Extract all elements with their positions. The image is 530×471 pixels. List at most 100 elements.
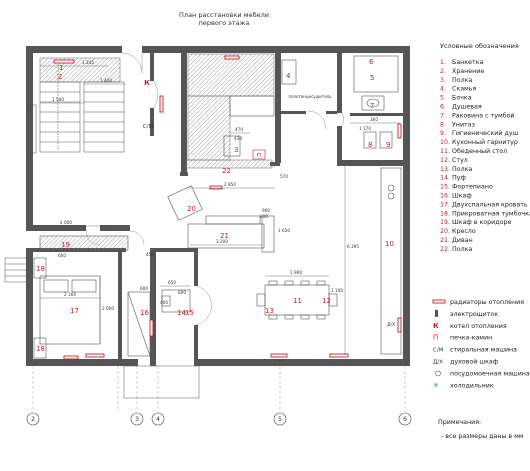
legend-symbol-label: посудомоечная машина — [450, 370, 530, 377]
item-number-3: 3 — [234, 146, 238, 154]
dim-2000b: 2 000 — [102, 306, 114, 311]
legend-list: 1.Банкетка2.Хранение3.Полка4.Скамья5.Боч… — [440, 59, 530, 253]
dim-1170: 1 170 — [359, 126, 371, 131]
legend-item-number: 2. — [440, 68, 446, 75]
legend-item-number: 19. — [440, 219, 450, 226]
axis-markers — [26, 412, 412, 426]
dim-1245: 1 245 — [82, 60, 94, 65]
boiler-symbol: К — [144, 79, 150, 87]
stove-symbol: П — [257, 153, 261, 159]
item-number-4: 4 — [286, 72, 291, 80]
item-number-12: 12 — [322, 297, 331, 305]
axis-lines — [32, 366, 406, 412]
item-number-14: 14 — [177, 309, 186, 317]
legend-item-number: 21. — [440, 237, 450, 244]
item-number-8: 8 — [368, 141, 372, 149]
dim-600c: 600 — [178, 290, 186, 295]
legend-symbol-label: котел отопления — [450, 323, 507, 330]
axis-label-4: 4 — [156, 416, 160, 423]
dim-400: 400 — [160, 300, 168, 305]
legend-item-label: Стул — [452, 157, 468, 164]
legend-item-label: Скамья — [452, 86, 477, 93]
legend-item-label: Двухспальная кровать — [452, 201, 528, 208]
electrical-panel-swatch — [435, 309, 438, 317]
axis-label-5: 5 — [278, 416, 282, 423]
dim-900: 900 — [262, 208, 270, 213]
dim-2000a: 2 000 — [60, 220, 72, 225]
dim-6395: 6 395 — [347, 244, 359, 249]
legend-item-label: Гигиенический душ — [452, 129, 519, 137]
axis-label-2: 2 — [31, 416, 35, 423]
legend-symbol: Д/Х — [433, 360, 443, 366]
legend-item-number: 7. — [440, 112, 446, 119]
item-number-20: 20 — [187, 205, 196, 213]
item-number-5: 5 — [370, 74, 374, 82]
legend-item-label: Прикроватная тумбочка — [452, 209, 530, 217]
item-number-18a: 18 — [36, 265, 45, 273]
item-number-11: 11 — [293, 297, 302, 305]
legend-symbol: П — [433, 334, 438, 342]
legend-item-number: 8. — [440, 121, 446, 128]
legend-item-number: 15. — [440, 184, 450, 191]
legend-item-number: 22. — [440, 246, 450, 253]
notes-heading: Примечания: — [438, 419, 481, 426]
staircase — [27, 64, 125, 154]
dim-2160: 2 160 — [64, 292, 76, 297]
legend-item-label: Полка — [452, 77, 472, 84]
dim-360: 360 — [370, 117, 378, 122]
item-number-15: 15 — [185, 309, 194, 317]
legend-symbol-label: электрощиток — [450, 311, 498, 318]
legend-item-number: 9. — [440, 130, 446, 137]
legend-symbol-label: радиаторы отопления — [450, 299, 524, 306]
dim-1650: 1 650 — [278, 228, 290, 233]
dim-450: 450 — [146, 252, 154, 257]
legend-item-label: Полка — [452, 166, 472, 173]
item-number-22: 22 — [222, 167, 231, 175]
legend-item-label: Шкаф — [452, 193, 472, 200]
dim-1500: 1 500 — [52, 97, 64, 102]
towel-dryer-label: полотенцесушитель — [288, 94, 332, 99]
legend-item-label: Фортепиано — [452, 184, 493, 191]
radiator-swatch — [432, 299, 446, 304]
item-number-18b: 18 — [36, 345, 45, 353]
dim-600a: 600 — [140, 286, 148, 291]
legend-item-number: 10. — [440, 139, 450, 146]
legend-symbol-label: стиральная машина — [450, 347, 517, 354]
legend-item-label: Полка — [452, 246, 472, 253]
legend-symbol-label: духовой шкаф — [450, 358, 499, 366]
legend-item-label: Хранение — [452, 68, 484, 75]
dim-1100: 1 100 — [331, 288, 343, 293]
legend-item-number: 11. — [440, 148, 450, 155]
legend-item-number: 12. — [440, 157, 450, 164]
item-number-21: 21 — [220, 232, 229, 240]
legend-item-number: 13. — [440, 166, 450, 173]
entrance-stairs — [4, 257, 200, 399]
item-number-6: 6 — [369, 58, 374, 66]
legend-item-number: 16. — [440, 193, 450, 200]
washer-symbol: С/М — [143, 124, 154, 130]
legend-heading: Условные обозначения — [440, 42, 519, 50]
dim-800: 800 — [260, 214, 268, 219]
legend-item-label: Кресло — [452, 228, 476, 235]
item-number-17: 17 — [70, 307, 79, 315]
walls — [26, 46, 410, 366]
item-number-19: 19 — [61, 241, 70, 249]
legend-symbol: К — [433, 322, 439, 330]
kitchen-furniture — [256, 167, 402, 355]
dim-650: 650 — [168, 280, 176, 285]
item-number-9: 9 — [386, 141, 390, 149]
legend-item-label: Унитаз — [452, 121, 475, 128]
item-number-7: 7 — [370, 102, 374, 110]
legend-symbol-label: печка-камин — [450, 335, 492, 342]
legend-item-number: 4. — [440, 86, 446, 93]
legend-symbol-label: холодильник — [450, 382, 494, 389]
legend-item-label: Бочка — [452, 95, 472, 102]
legend-item-number: 5. — [440, 95, 446, 102]
dim-3200: 3 200 — [216, 239, 228, 244]
legend-item-number: 6. — [440, 104, 446, 111]
legend-item-label: Банкетка — [452, 59, 483, 66]
legend-item-number: 18. — [440, 210, 450, 217]
legend-item-label: Душевая — [452, 104, 482, 111]
